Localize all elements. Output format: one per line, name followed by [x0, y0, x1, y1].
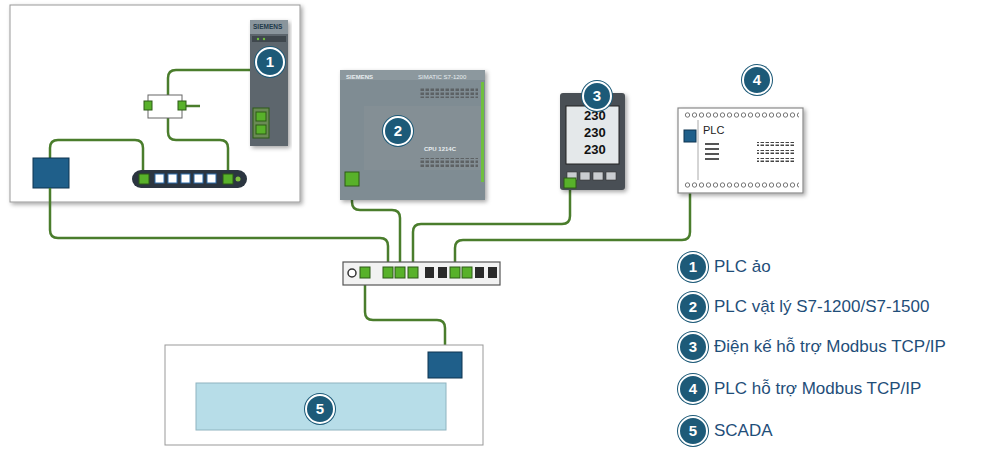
- callout-number: 2: [383, 116, 413, 146]
- legend-text: PLC vật lý S7-1200/S7-1500: [714, 297, 929, 317]
- device-text: PLC: [703, 125, 724, 136]
- legend-number: 2: [678, 292, 708, 322]
- virtual-wires: [50, 70, 262, 172]
- device-text: SIEMENS: [253, 24, 282, 31]
- legend-text: PLC ảo: [714, 257, 771, 277]
- legend-number: 1: [678, 252, 708, 282]
- callout-number: 4: [742, 65, 772, 95]
- callout-number: 3: [582, 81, 612, 111]
- legend-text: PLC hỗ trợ Modbus TCP/IP: [714, 379, 921, 399]
- legend-number: 5: [678, 416, 708, 446]
- virtual-frame: [10, 5, 300, 202]
- device-text: SIEMENS: [346, 74, 373, 80]
- scada-screen: [196, 383, 446, 430]
- device-text: 230: [584, 143, 606, 156]
- network-adapter: [428, 352, 462, 378]
- network-switch: [343, 262, 500, 285]
- legend-text: SCADA: [714, 421, 773, 441]
- network-adapter: [33, 158, 69, 188]
- virtual-link-box: [148, 95, 182, 118]
- scada-frame: [165, 345, 483, 445]
- modbus-plc: PLC: [678, 108, 803, 193]
- legend-number: 4: [678, 374, 708, 404]
- legend-number: 3: [678, 332, 708, 362]
- device-text: SIMATIC S7-1200: [418, 74, 466, 80]
- physical-plc: SIEMENS SIMATIC S7-1200CPU 1214C: [340, 70, 485, 200]
- device-text: CPU 1214C: [424, 146, 456, 152]
- device-text: 230: [584, 126, 606, 139]
- legend-text: Điện kế hỗ trợ Modbus TCP/IP: [714, 337, 946, 357]
- callout-number: 5: [305, 394, 335, 424]
- virtual-plc: SIEMENS: [250, 20, 288, 146]
- virtual-switch: [132, 170, 247, 188]
- callout-number: 1: [255, 47, 285, 77]
